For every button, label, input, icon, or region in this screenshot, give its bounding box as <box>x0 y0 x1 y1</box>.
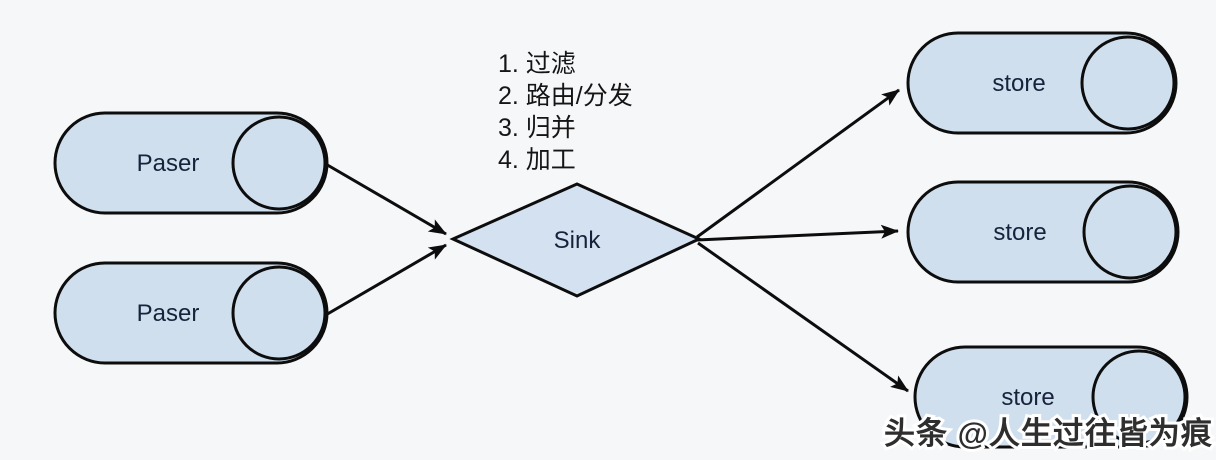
store-node-2: store <box>906 180 1180 284</box>
arrow-sink-to-store1 <box>696 88 900 239</box>
arrow-paser2-to-sink <box>323 243 447 318</box>
store-node-1: store <box>906 31 1178 135</box>
paser-label-1: Paser <box>137 150 200 177</box>
arrow-paser1-to-sink <box>323 161 447 236</box>
watermark: 头条 @人生过往皆为痕 <box>884 416 1213 451</box>
sink-node: Sink <box>449 182 703 298</box>
store-node-3: store <box>913 345 1189 449</box>
paser-node-1: Paser <box>53 111 329 215</box>
paser-node-2: Paser <box>53 261 329 365</box>
step-line-1: 1. 过滤 <box>498 50 576 78</box>
edges <box>323 88 909 393</box>
store-cylinder-3-cap <box>1091 349 1187 445</box>
processing-steps-list: 1. 过滤 2. 路由/分发 3. 归并 4. 加工 <box>498 50 633 174</box>
sink-label: Sink <box>554 227 602 254</box>
store-cylinder-2-cap <box>1082 184 1178 280</box>
store-label-2: store <box>993 219 1046 246</box>
store-label-1: store <box>992 70 1045 97</box>
step-line-4: 4. 加工 <box>498 146 576 174</box>
paser-cylinder-2-cap <box>231 265 327 361</box>
arrow-sink-to-store3 <box>697 241 909 393</box>
step-line-3: 3. 归并 <box>498 114 576 142</box>
paser-cylinder-1-cap <box>231 115 327 211</box>
arrow-sink-to-store2 <box>696 224 899 242</box>
sink-diamond <box>449 182 703 298</box>
store-cylinder-1-cap <box>1080 35 1176 131</box>
paser-label-2: Paser <box>137 300 200 327</box>
step-line-2: 2. 路由/分发 <box>498 82 633 110</box>
store-label-3: store <box>1001 384 1054 411</box>
